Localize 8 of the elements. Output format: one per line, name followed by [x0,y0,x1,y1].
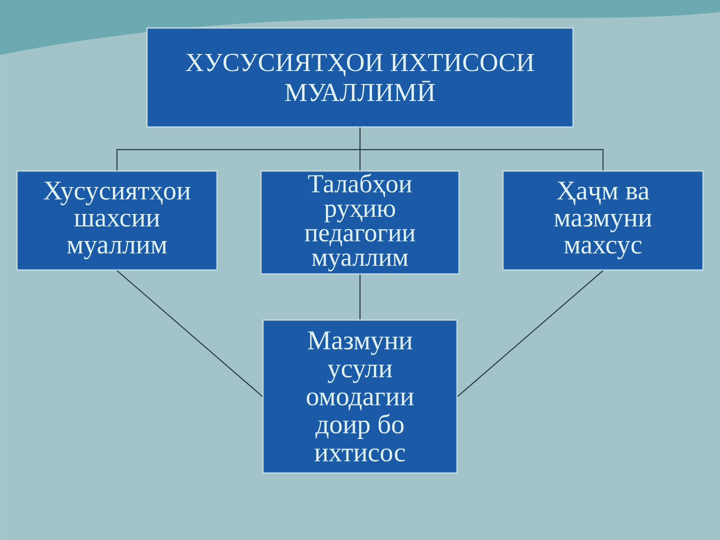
text-box: Талабҳои руҳию педагогии муаллим [260,170,460,275]
heading-box: ХУСУСИЯТҲОИ ИХТИСОСИ МУАЛЛИМӢ [146,27,574,128]
text-box: Мазмуни усули омодагии доир бо ихтисос [262,319,458,474]
text-box: Ҳаҷм ва мазмуни махсус [502,170,704,271]
connector-line [360,127,604,171]
connector-line [457,270,604,397]
text-box: Хусусиятҳои шахсии муаллим [16,170,218,271]
connector-line [116,270,263,397]
